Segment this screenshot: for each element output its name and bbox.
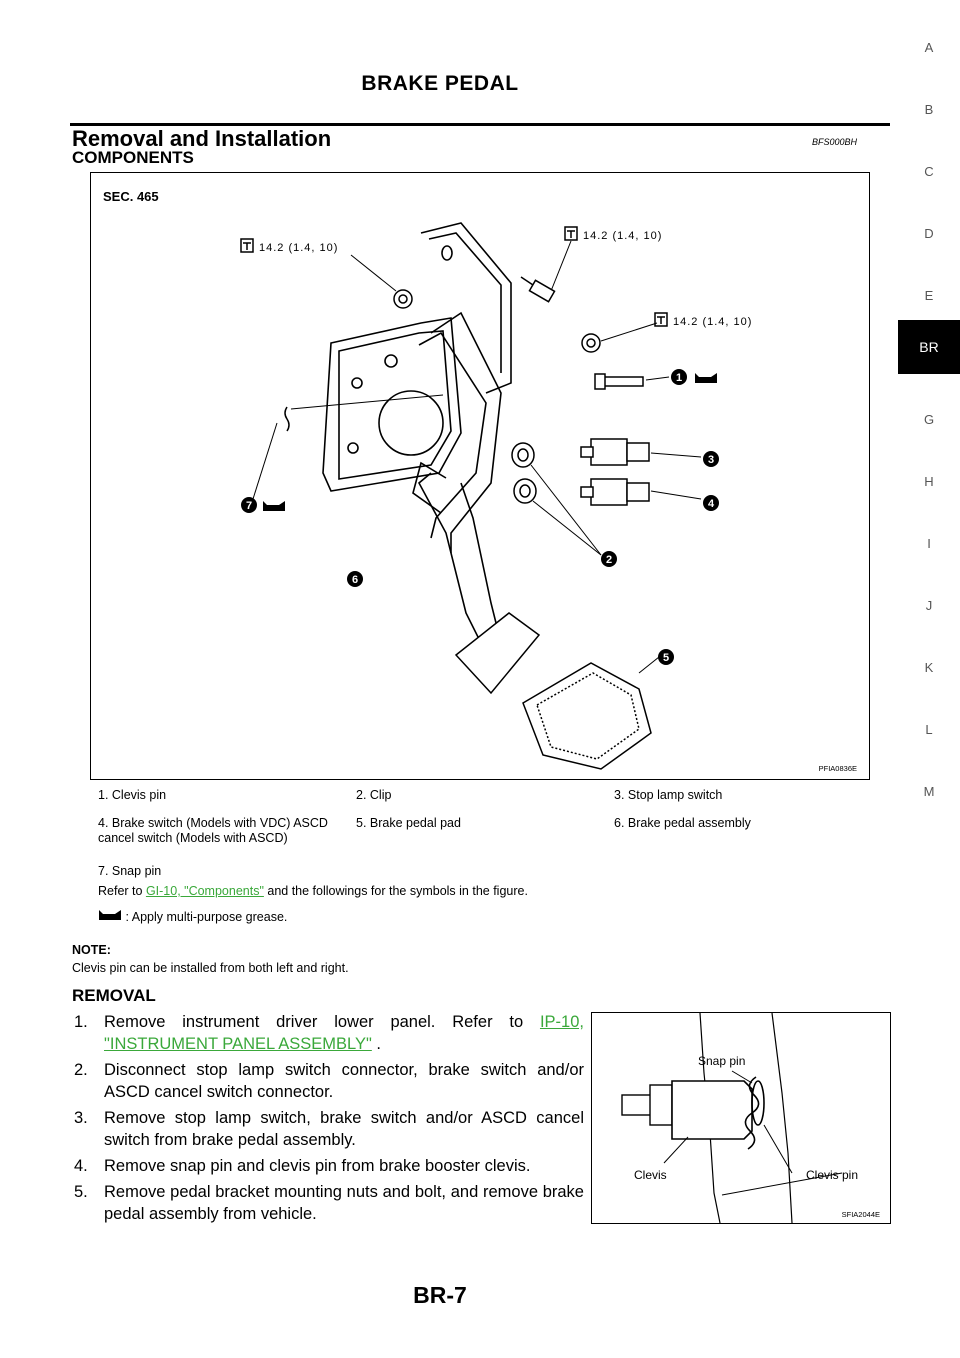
side-index-g[interactable]: G bbox=[923, 412, 935, 427]
components-diagram: SEC. 465 14.2 (1.4, 10) 14.2 (1.4, 10) 1… bbox=[103, 189, 857, 773]
side-index-l[interactable]: L bbox=[925, 722, 933, 737]
svg-text:6: 6 bbox=[352, 574, 358, 586]
side-index-b[interactable]: B bbox=[924, 102, 934, 117]
brake-pedal-pad bbox=[522, 662, 652, 770]
grease-text: : Apply multi-purpose grease. bbox=[125, 910, 288, 924]
side-index-h[interactable]: H bbox=[924, 474, 934, 489]
components-figure: SEC. 465 14.2 (1.4, 10) 14.2 (1.4, 10) 1… bbox=[90, 172, 870, 780]
svg-text:5: 5 bbox=[663, 652, 669, 664]
components-title: COMPONENTS bbox=[72, 148, 194, 167]
header-rule bbox=[70, 123, 890, 126]
legend-item-2: 2. Clip bbox=[356, 788, 392, 802]
legend-item-4: 4. Brake switch (Models with VDC) ASCD c… bbox=[98, 816, 328, 845]
grease-legend: : Apply multi-purpose grease. bbox=[98, 910, 287, 924]
pedal-bracket bbox=[322, 222, 512, 492]
legend-item-5: 5. Brake pedal pad bbox=[356, 816, 461, 830]
nut bbox=[393, 289, 601, 353]
snap-pin bbox=[744, 1076, 765, 1150]
removal-steps: 1. Remove instrument driver lower panel.… bbox=[72, 1011, 584, 1229]
side-index-m[interactable]: M bbox=[923, 784, 935, 799]
removal-step: 1. Remove instrument driver lower panel.… bbox=[74, 1013, 584, 1053]
side-index-i[interactable]: I bbox=[927, 536, 931, 551]
refer-link-gi10[interactable]: GI-10, "Components" bbox=[145, 884, 264, 898]
removal-step: 4.Remove snap pin and clevis pin from br… bbox=[74, 1157, 531, 1175]
ip10-link[interactable]: IP-10, "INSTRUMENT PANEL ASSEMBLY" bbox=[104, 1013, 584, 1053]
callout-5: 5 bbox=[658, 649, 674, 665]
callout-6: 6 bbox=[347, 571, 363, 587]
legend-item-6: 6. Brake pedal assembly bbox=[614, 816, 751, 830]
legend-item-7: 7. Snap pin bbox=[98, 864, 162, 878]
torque-label-top: 14.2 (1.4, 10) bbox=[583, 230, 662, 242]
brake-pedal-arm bbox=[412, 311, 503, 644]
removal-title: REMOVAL bbox=[72, 986, 156, 1005]
components-legend: 1. Clevis pin 2. Clip 3. Stop lamp switc… bbox=[90, 788, 880, 906]
figure-ref-code: SFIA2044E bbox=[842, 1210, 880, 1219]
side-index-br-active[interactable]: BR bbox=[898, 320, 960, 374]
side-index: A B C D E BR G H I J K L M bbox=[898, 0, 960, 1358]
grease-icon bbox=[263, 373, 717, 511]
side-index-d[interactable]: D bbox=[924, 226, 934, 241]
label-clevis-pin: Clevis pin bbox=[806, 1168, 858, 1182]
svg-text:2: 2 bbox=[606, 554, 612, 566]
label-snap-pin: Snap pin bbox=[698, 1054, 745, 1068]
note-label: NOTE: bbox=[72, 943, 111, 957]
legend-item-1: 1. Clevis pin bbox=[98, 788, 167, 802]
torque-icon bbox=[564, 226, 578, 241]
refer-text: Refer to GI-10, "Components" and the fol… bbox=[98, 884, 528, 898]
callout-1: 1 bbox=[671, 369, 687, 385]
removal-step: 3.Remove stop lamp switch, brake switch … bbox=[74, 1109, 584, 1149]
callout-2: 2 bbox=[601, 551, 617, 567]
figure-ref-code: PFIA0836E bbox=[819, 764, 857, 773]
section-code: BFS000BH bbox=[812, 137, 858, 147]
callout-7: 7 bbox=[241, 497, 257, 513]
sec-label: SEC. 465 bbox=[103, 189, 159, 204]
callout-4: 4 bbox=[703, 495, 719, 511]
side-index-c[interactable]: C bbox=[924, 164, 934, 179]
torque-label-left: 14.2 (1.4, 10) bbox=[259, 242, 338, 254]
torque-icon bbox=[654, 312, 668, 327]
clip bbox=[511, 442, 537, 504]
svg-text:3: 3 bbox=[708, 454, 714, 466]
removal-step: 5.Remove pedal bracket mounting nuts and… bbox=[74, 1183, 584, 1223]
side-index-k[interactable]: K bbox=[924, 660, 934, 675]
svg-text:7: 7 bbox=[246, 500, 252, 512]
note-text: Clevis pin can be installed from both le… bbox=[72, 961, 349, 975]
section-title: Removal and Installation bbox=[72, 126, 332, 151]
bolt bbox=[520, 276, 556, 303]
brake-switch bbox=[580, 478, 650, 506]
label-clevis: Clevis bbox=[634, 1168, 667, 1182]
pedal-pad-plate bbox=[454, 612, 541, 695]
side-index-a[interactable]: A bbox=[924, 40, 934, 55]
push-rod bbox=[621, 1084, 675, 1126]
snap-pin-figure: Snap pin Clevis Clevis pin SFIA2044E bbox=[591, 1012, 891, 1224]
torque-icon bbox=[240, 238, 254, 253]
removal-step: 2.Disconnect stop lamp switch connector,… bbox=[74, 1061, 584, 1101]
clevis-pin bbox=[594, 373, 644, 390]
snap-pin bbox=[284, 406, 290, 432]
side-index-e[interactable]: E bbox=[924, 288, 934, 303]
callout-3: 3 bbox=[703, 451, 719, 467]
torque-label-right: 14.2 (1.4, 10) bbox=[673, 316, 752, 328]
svg-text:1: 1 bbox=[676, 372, 682, 384]
legend-item-3: 3. Stop lamp switch bbox=[614, 788, 723, 802]
grease-icon bbox=[99, 910, 121, 920]
page-number: BR-7 bbox=[413, 1282, 467, 1308]
svg-text:4: 4 bbox=[708, 498, 715, 510]
clevis bbox=[671, 1080, 753, 1140]
page-header-title: BRAKE PEDAL bbox=[361, 72, 519, 95]
stop-lamp-switch bbox=[580, 438, 650, 466]
side-index-j[interactable]: J bbox=[925, 598, 933, 613]
